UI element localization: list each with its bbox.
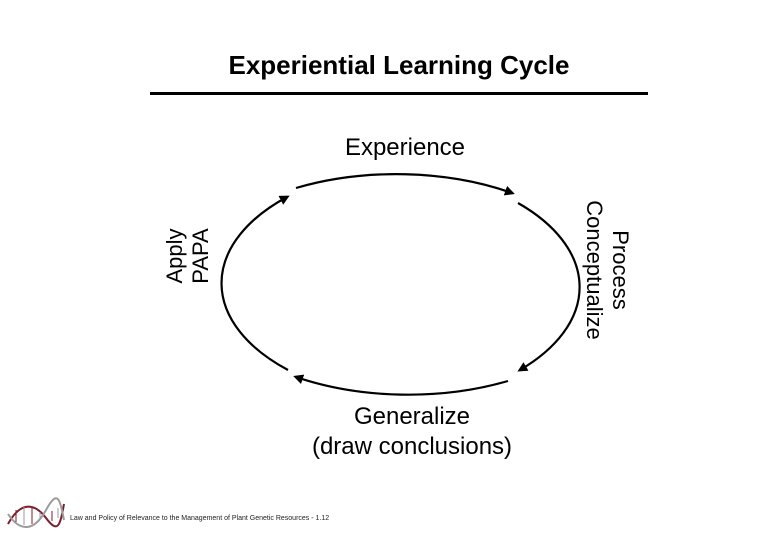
stage-generalize-line2: (draw conclusions) xyxy=(311,433,513,460)
arrow-process-to-generalize xyxy=(517,202,581,372)
arrow-experience-to-process xyxy=(295,173,515,196)
stage-experience: Experience xyxy=(344,134,466,161)
footer-caption: Law and Policy of Relevance to the Manag… xyxy=(70,515,330,522)
arrow-generalize-to-apply xyxy=(293,374,509,396)
stage-generalize: Generalize (draw conclusions) xyxy=(282,402,542,462)
arrow-apply-to-experience xyxy=(220,195,290,371)
dna-helix-icon xyxy=(7,497,65,528)
page-title: Experiential Learning Cycle xyxy=(228,50,570,80)
stage-generalize-line1: Generalize xyxy=(353,403,471,430)
title-underline xyxy=(150,92,648,95)
